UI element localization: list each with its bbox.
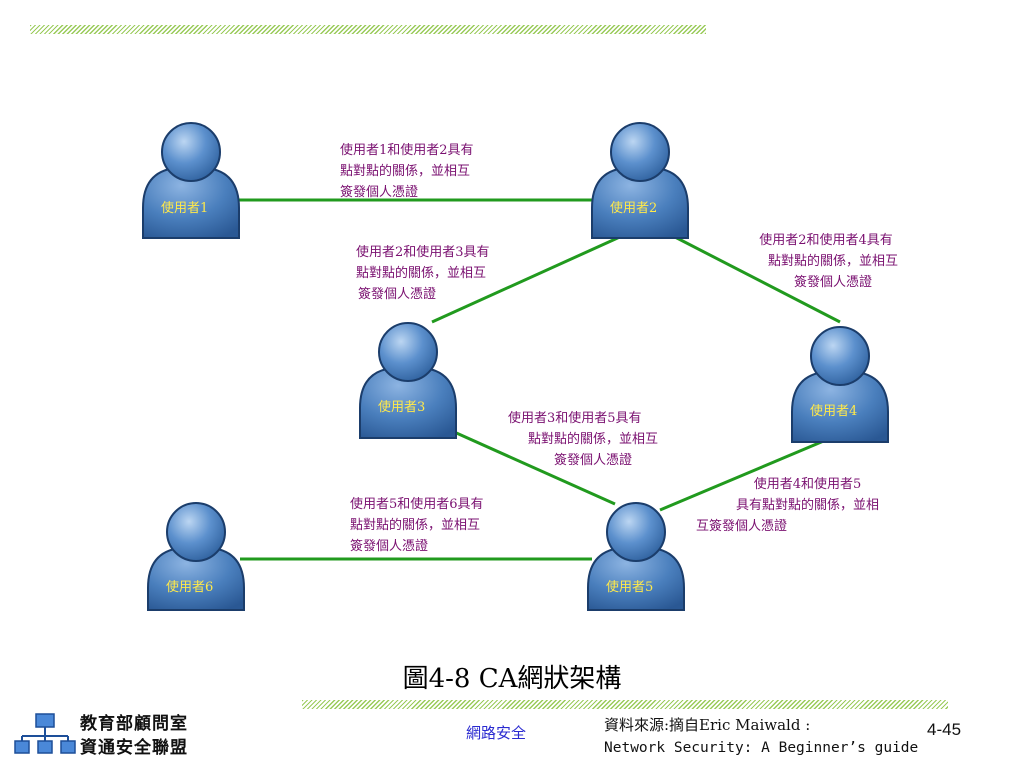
course-title: 網路安全 [466,724,527,742]
user-node: 使用者3 [359,322,457,439]
organization-name: 教育部顧問室 資通安全聯盟 [80,712,188,760]
user-label: 使用者5 [606,579,653,595]
relation-note-line: 點對點的關係，並相互 [340,164,471,179]
user-head-icon [810,326,870,386]
relation-note-u3-u5: 使用者3和使用者5具有 點對點的關係，並相互 簽發個人憑證 [508,408,658,471]
top-decorative-band [30,25,706,34]
user-head-icon [606,502,666,562]
relation-note-line: 簽發個人憑證 [358,287,437,302]
relation-note-u1-u2: 使用者1和使用者2具有 點對點的關係，並相互 簽發個人憑證 [340,140,474,203]
bottom-decorative-band [302,700,948,709]
relation-note-line: 點對點的關係，並相互 [528,432,659,447]
relation-note-u2-u3: 使用者2和使用者3具有 點對點的關係，並相互 簽發個人憑證 [356,242,490,305]
user-label: 使用者1 [161,200,208,216]
user-head-icon [610,122,670,182]
relation-note-u4-u5: 使用者4和使用者5 具有點對點的關係，並相 互簽發個人憑證 [696,474,879,537]
relation-note-line: 使用者5和使用者6具有 [350,497,484,512]
relation-note-line: 使用者4和使用者5 [753,477,862,492]
connection-lines [236,198,846,561]
relation-note-line: 點對點的關係，並相互 [356,266,487,281]
relation-note-line: 簽發個人憑證 [350,539,429,554]
relation-note-line: 點對點的關係，並相互 [768,254,899,269]
org-line: 資通安全聯盟 [80,738,188,758]
relation-note-line: 使用者1和使用者2具有 [340,143,474,158]
relation-note-line: 簽發個人憑證 [340,185,419,200]
relation-note-line: 點對點的關係，並相互 [350,518,481,533]
link-u4-u5 [659,430,846,512]
org-line: 教育部顧問室 [80,714,188,734]
source-line: 資料來源:摘自Eric Maiwald : [604,716,811,734]
relation-note-line: 使用者2和使用者3具有 [356,245,490,260]
relation-note-u2-u4: 使用者2和使用者4具有 點對點的關係，並相互 簽發個人憑證 [754,230,898,293]
user-node: 使用者4 [791,326,889,443]
link-u2-u3 [431,234,623,324]
network-logo-icon [14,713,76,754]
relation-note-u5-u6: 使用者5和使用者6具有 點對點的關係，並相互 簽發個人憑證 [350,494,484,557]
link-u2-u4 [672,234,841,324]
relation-note-line: 具有點對點的關係，並相 [736,498,880,513]
user-node: 使用者1 [142,122,240,239]
user-node: 使用者6 [147,502,245,611]
relation-note-line: 互簽發個人憑證 [696,519,788,534]
figure-caption: 圖4-8 CA網狀架構 [402,664,622,694]
user-label: 使用者3 [378,399,425,415]
user-head-icon [378,322,438,382]
link-u3-u5 [442,425,616,506]
relation-note-line: 簽發個人憑證 [554,453,633,468]
relation-note-line: 使用者2和使用者4具有 [759,233,893,248]
user-head-icon [166,502,226,562]
source-line: Network Security: A Beginner’s guide [604,740,919,756]
user-head-icon [161,122,221,182]
user-label: 使用者4 [810,403,857,419]
source-citation: 資料來源:摘自Eric Maiwald : Network Security: … [604,714,918,760]
user-label: 使用者2 [610,200,657,216]
relation-note-line: 使用者3和使用者5具有 [508,411,642,426]
user-node: 使用者5 [587,502,685,611]
user-label: 使用者6 [166,579,213,595]
page-number: 4-45 [927,720,962,739]
user-node: 使用者2 [591,122,689,239]
relation-note-line: 簽發個人憑證 [794,275,873,290]
